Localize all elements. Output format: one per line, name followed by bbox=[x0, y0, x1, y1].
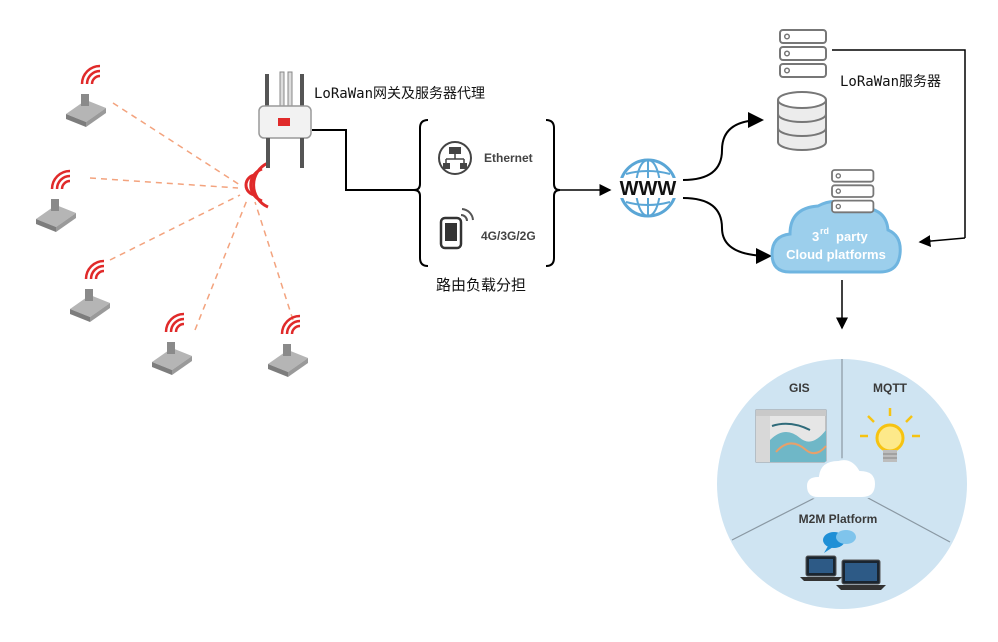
www-globe-icon bbox=[615, 158, 681, 218]
gateway-uplink bbox=[312, 129, 417, 191]
m2m-cloud-icon bbox=[804, 458, 878, 499]
left-brace bbox=[413, 119, 429, 267]
right-brace bbox=[545, 119, 561, 267]
signal-icon bbox=[280, 314, 302, 336]
cloud-line1-rest: party bbox=[836, 229, 869, 244]
cloud-line1-num: 3 bbox=[812, 229, 819, 244]
sensor-node bbox=[66, 94, 106, 127]
sensor-node bbox=[70, 289, 110, 322]
gis-map-icon bbox=[755, 409, 827, 463]
www-label: WWW bbox=[620, 178, 677, 200]
gateway-signal-icon bbox=[244, 161, 269, 209]
signal-icon bbox=[84, 259, 106, 281]
cloud-line1-sup: rd bbox=[820, 226, 829, 236]
cloud-server-rack-icon bbox=[831, 169, 875, 214]
sensor-node bbox=[36, 199, 76, 232]
laptop-icon bbox=[836, 559, 886, 590]
chat-bubbles-icon bbox=[823, 530, 856, 553]
mqtt-label: MQTT bbox=[873, 381, 908, 395]
m2m-label: M2M Platform bbox=[799, 512, 878, 526]
lightbulb-icon bbox=[860, 408, 920, 462]
server-to-cloud-connector bbox=[832, 49, 966, 238]
www-to-cloud-arrow bbox=[682, 197, 772, 264]
server-rack-icon bbox=[779, 29, 827, 78]
sensor-node bbox=[268, 344, 308, 377]
ethernet-label: Ethernet bbox=[484, 151, 533, 165]
cloud-line2: Cloud platforms bbox=[786, 247, 886, 262]
routing-label: 路由负载分担 bbox=[436, 276, 526, 294]
server-to-cloud-arrow bbox=[918, 235, 966, 248]
ethernet-icon bbox=[438, 141, 472, 175]
mobile-phone-icon bbox=[439, 208, 474, 250]
cellular-label: 4G/3G/2G bbox=[481, 229, 536, 243]
signal-icon bbox=[164, 312, 186, 334]
www-to-server-arrow bbox=[682, 112, 764, 181]
sensor-links bbox=[89, 102, 294, 331]
gis-label: GIS bbox=[789, 381, 810, 395]
laptop-icon bbox=[800, 555, 842, 581]
server-label: LoRaWan服务器 bbox=[840, 74, 941, 90]
gateway-label: LoRaWan网关及服务器代理 bbox=[314, 86, 485, 102]
lorawan-gateway-icon bbox=[258, 71, 312, 168]
signal-icon bbox=[80, 64, 102, 86]
database-icon bbox=[777, 91, 827, 151]
signal-icon bbox=[50, 169, 72, 191]
sensor-node bbox=[152, 342, 192, 375]
